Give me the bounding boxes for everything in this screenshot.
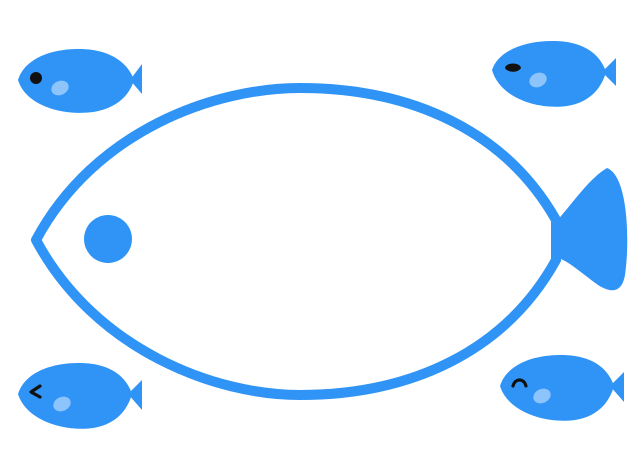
small-fish-body-icon bbox=[18, 49, 134, 113]
small-fish-bottom-left bbox=[18, 363, 142, 429]
small-fish-fin-icon bbox=[529, 72, 547, 88]
small-fish-top-right bbox=[492, 41, 616, 107]
small-fish-tail-icon bbox=[130, 64, 142, 94]
small-fish-chevron-eye-icon bbox=[29, 384, 42, 399]
small-fish-body-icon bbox=[500, 355, 614, 421]
small-fish-dot-eye-icon bbox=[30, 72, 42, 84]
big-fish-tail-icon bbox=[556, 168, 628, 291]
small-fish-tail-icon bbox=[602, 58, 616, 86]
small-fish-body-icon bbox=[492, 41, 606, 107]
small-fish-fin-icon bbox=[533, 388, 551, 404]
small-fish-fin-icon bbox=[51, 80, 69, 96]
small-fish-top-left bbox=[18, 49, 142, 113]
small-fish-happy-closed-eye-icon bbox=[511, 378, 528, 388]
small-fish-tail-icon bbox=[610, 372, 624, 402]
small-fish-wink-eye-icon bbox=[505, 63, 521, 72]
small-fish-bottom-right bbox=[500, 355, 624, 421]
big-fish-eye-icon bbox=[84, 215, 132, 263]
small-fish-tail-icon bbox=[128, 380, 142, 410]
small-fish-body-icon bbox=[18, 363, 132, 429]
big-fish bbox=[31, 83, 628, 400]
small-fish-fin-icon bbox=[53, 396, 71, 412]
